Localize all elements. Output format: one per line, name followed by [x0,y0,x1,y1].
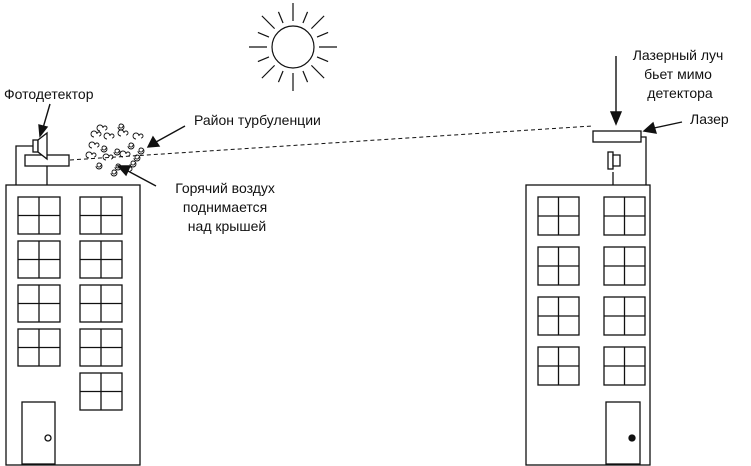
window [17,240,61,279]
sun-ray [302,70,309,83]
laser-beam [69,125,593,161]
photodetector-label: Фотодетектор [4,86,94,102]
sun-ray [310,15,325,30]
turbulence-label: Район турбуленции [194,112,321,128]
turbulence-swirl [113,148,121,156]
right-building [525,184,651,466]
sun-ray [316,56,329,63]
turbulence-swirl [132,132,144,140]
turbulence-swirl [102,153,114,161]
laser-box [592,130,642,143]
laser-miss-line-1: Лазерный луч [633,47,724,63]
left-door-knob [44,434,52,442]
hot-air-line-1: Горячий воздух [175,180,275,196]
turbulence-swirl [90,130,102,138]
sun-icon [249,3,337,91]
window [79,240,123,279]
window [79,284,123,323]
window [603,346,646,386]
sun-ray [310,64,325,79]
sun-ray [257,31,270,38]
window [79,372,123,411]
turbulence-swirl [137,147,145,155]
hot-air-label: Горячий воздух поднимается над крышей [175,180,279,234]
window [603,246,646,286]
turbulence-swirl [110,169,118,177]
turbulence-swirl [119,150,131,158]
sun-ray [277,11,284,24]
right-door [605,401,641,465]
window [603,196,646,236]
sun-ray [261,64,276,79]
sun-ray [277,70,284,83]
turbulence-swirl [129,160,137,168]
turbulence-swirl [103,132,115,140]
laser-miss-line-2: бьет мимо [644,66,712,82]
window [79,196,123,235]
window [537,196,580,236]
laser-label: Лазер [690,111,729,127]
window [79,328,123,367]
turbulence-swirls [85,123,145,177]
turbulence-swirl [117,123,125,131]
window [603,296,646,336]
hot-air-line-3: над крышей [188,218,266,234]
window [17,284,61,323]
pointer-lines [38,56,683,187]
turbulence-swirl [100,145,108,153]
turbulence-swirl [85,151,97,159]
turbulence-swirl [95,162,103,170]
window [537,246,580,286]
left-building [5,184,141,466]
turbulence-swirl [96,124,108,132]
hot-air-line-2: поднимается [183,199,267,215]
laser-icon [607,151,621,170]
photodetector-icon [32,131,48,161]
sun-ray [257,56,270,63]
sun-ray [302,11,309,24]
window [17,328,61,367]
turbulence-swirl [117,129,129,137]
laser-miss-line-3: детектора [647,85,713,101]
photodetector-assembly [15,131,70,185]
turbulence-swirl [114,163,122,171]
left-door [21,401,56,465]
sun-ray [261,15,276,30]
window [17,196,61,235]
turbulence-swirl [88,141,100,149]
window [537,346,580,386]
window [537,296,580,336]
turbulence-swirl [133,154,141,162]
sun-ray [316,31,329,38]
right-door-knob [628,434,636,442]
laser-miss-label: Лазерный луч бьет мимо детектора [633,47,728,101]
laser-assembly [592,130,647,185]
turbulence-swirl [127,142,135,150]
